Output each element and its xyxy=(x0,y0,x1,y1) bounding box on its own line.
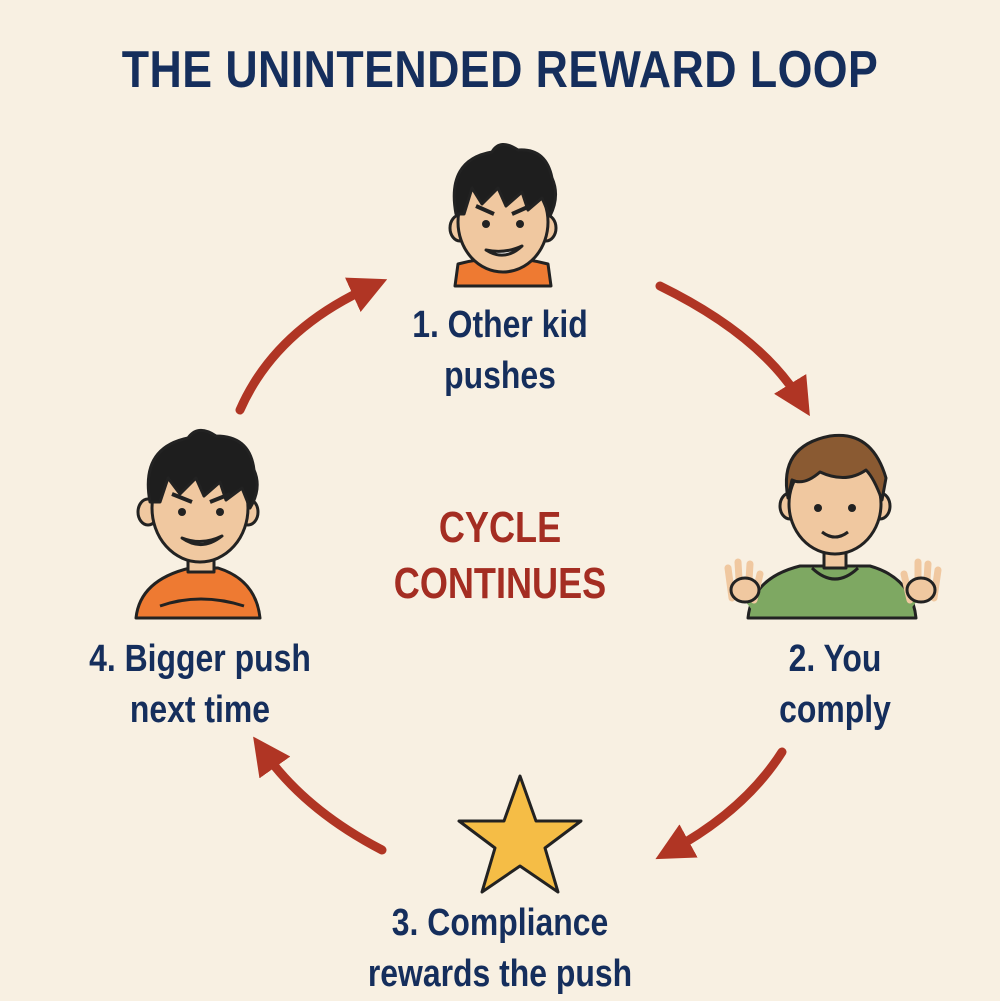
step-2-line1: 2. You xyxy=(788,638,882,680)
complying-kid-raised-hands xyxy=(724,433,942,620)
step-4-label: 4. Bigger push next time xyxy=(66,634,335,737)
pushy-kid-face xyxy=(448,143,558,288)
step-1-line1: 1. Other kid xyxy=(412,304,588,346)
diagram-title: THE UNINTENDED REWARD LOOP xyxy=(121,41,879,99)
arrow-4-to-1 xyxy=(235,277,388,415)
step-4-line2: next time xyxy=(129,689,271,732)
arrow-2-to-3 xyxy=(655,747,787,860)
step-1-line2: pushes xyxy=(444,355,556,398)
star-icon xyxy=(457,774,583,894)
step-3-line1: 3. Compliance xyxy=(391,902,609,944)
step-4-line1: 4. Bigger push xyxy=(89,638,311,680)
step-3-line2: rewards the push xyxy=(367,953,633,996)
arrow-3-to-4 xyxy=(253,736,387,855)
step-1-label: 1. Other kid pushes xyxy=(399,300,601,403)
step-3-label: 3. Compliance rewards the push xyxy=(349,898,651,1001)
step-2-label: 2. You comply xyxy=(738,634,931,737)
pushy-kid-arms-crossed xyxy=(134,429,262,620)
cycle-continues-label: CYCLE CONTINUES xyxy=(385,500,615,613)
center-label-line2: CONTINUES xyxy=(393,559,607,609)
arrow-1-to-2 xyxy=(655,281,810,417)
center-label-line1: CYCLE xyxy=(438,503,562,552)
step-2-line2: comply xyxy=(779,689,891,732)
